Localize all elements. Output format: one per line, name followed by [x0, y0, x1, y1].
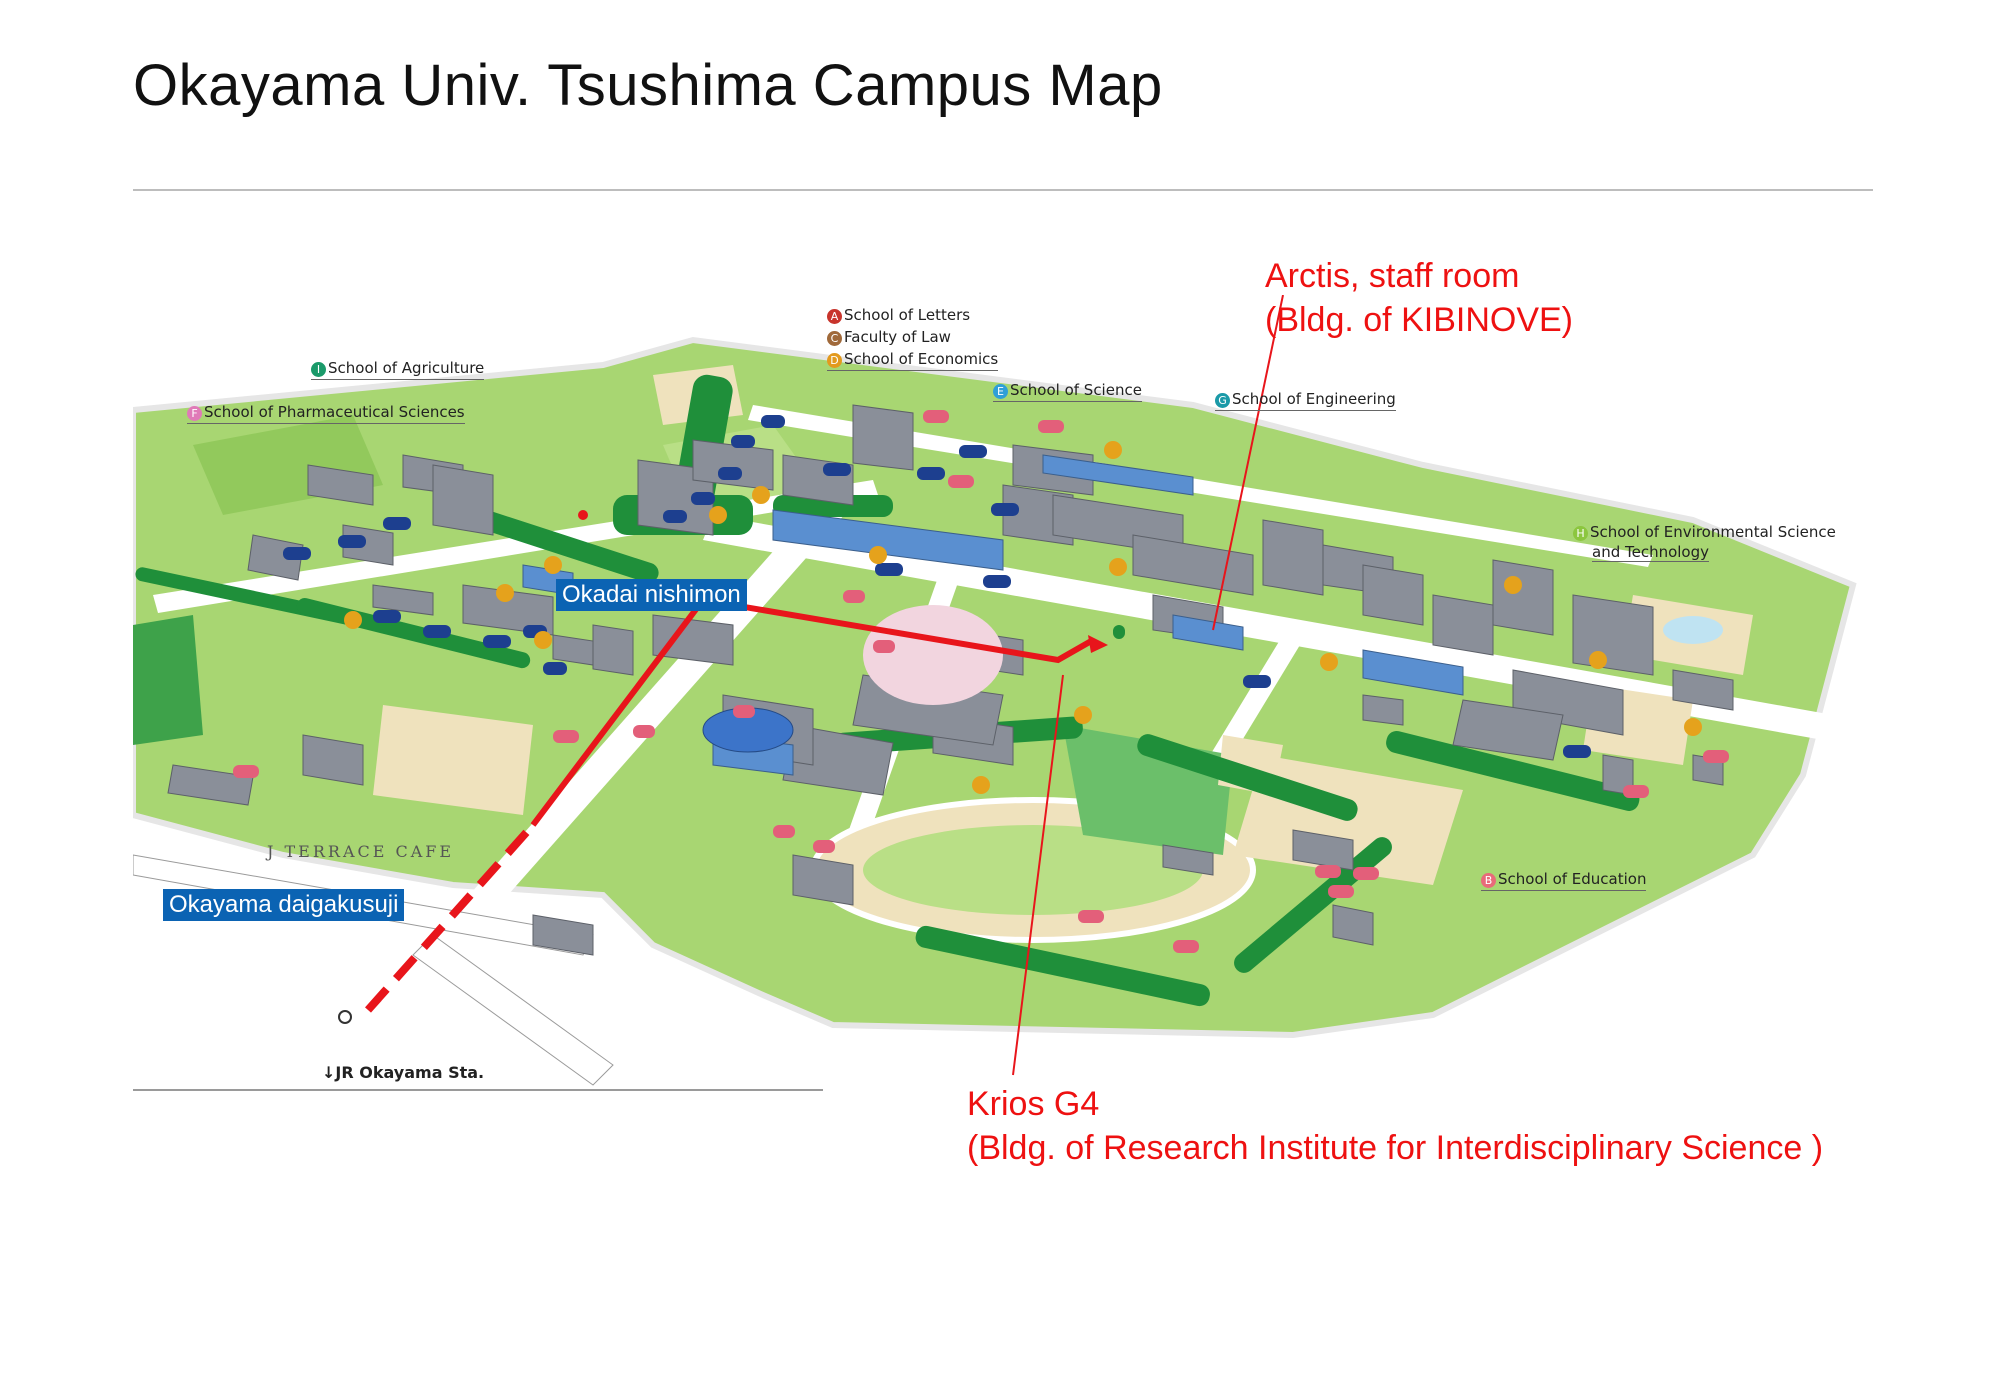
- street-south: [412, 934, 614, 1086]
- okadai-nishimon-label: Okadai nishimon: [556, 579, 747, 611]
- parking-markers: [344, 441, 1702, 794]
- badge-a-icon: A: [827, 309, 842, 324]
- arctis-line1: Arctis, staff room: [1265, 257, 1520, 295]
- badge-g-icon: G: [1215, 393, 1230, 408]
- krios-leader: [1012, 674, 1064, 1076]
- nishimon-pin-icon: [578, 510, 588, 520]
- campus-map-svg: [133, 295, 1873, 1095]
- cherry-grove: [863, 605, 1003, 705]
- route-solid: [530, 596, 1095, 827]
- okayama-daigakusuji-label: Okayama daigakusuji: [163, 889, 405, 921]
- campus-map[interactable]: [133, 295, 1873, 1095]
- badge-f-icon: F: [187, 406, 202, 421]
- krios-annotation: Krios G4 (Bldg. of Research Institute fo…: [967, 1082, 1823, 1170]
- badge-h-icon: H: [1573, 526, 1588, 541]
- building-badges: [233, 410, 1729, 953]
- daigakusuji-stop-icon: [338, 1010, 352, 1024]
- arctis-leader: [1212, 295, 1284, 631]
- pond: [1663, 616, 1723, 644]
- j-terrace-cafe-logo: J TERRACE CAFE: [267, 842, 455, 861]
- badge-b-icon: B: [1481, 873, 1496, 888]
- krios-line2: (Bldg. of Research Institute for Interdi…: [967, 1129, 1824, 1167]
- jr-okayama-station-label: ↓JR Okayama Sta.: [322, 1063, 485, 1082]
- arctis-line2: (Bldg. of KIBINOVE): [1265, 301, 1573, 339]
- route-arrow: [1088, 635, 1108, 653]
- badge-d-icon: D: [827, 353, 842, 368]
- arctis-annotation: Arctis, staff room (Bldg. of KIBINOVE): [1265, 254, 1573, 342]
- badge-c-icon: C: [827, 331, 842, 346]
- badge-e-icon: E: [993, 384, 1008, 399]
- page-title: Okayama Univ. Tsushima Campus Map: [133, 53, 1163, 118]
- title-divider: [133, 189, 1873, 191]
- badge-i-icon: I: [311, 362, 326, 377]
- krios-line1: Krios G4: [967, 1085, 1100, 1123]
